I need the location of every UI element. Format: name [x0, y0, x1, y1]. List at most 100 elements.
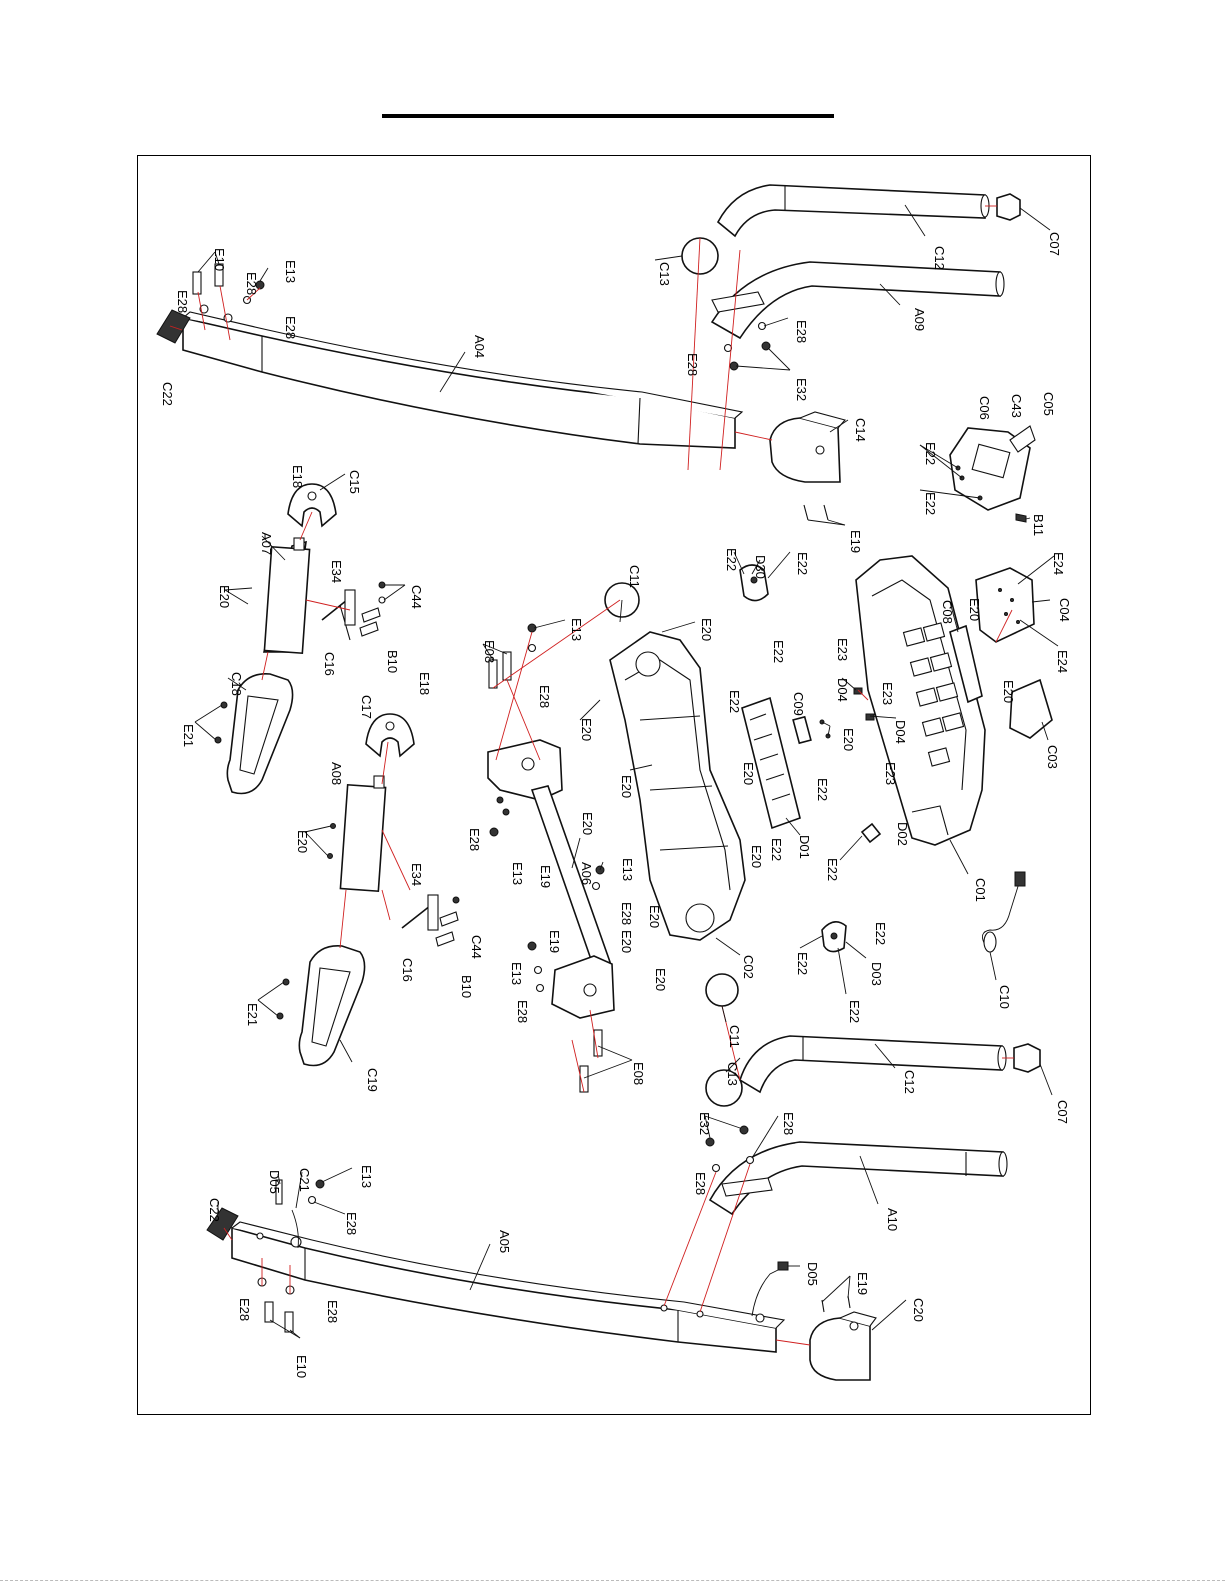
part-label-d04: D04 — [893, 720, 908, 744]
part-label-e22: E22 — [825, 858, 840, 881]
part-label-a04: A04 — [472, 335, 487, 358]
part-label-e13: E13 — [283, 260, 298, 283]
part-label-a07: A07 — [259, 532, 274, 555]
part-label-e28: E28 — [244, 272, 259, 295]
part-label-c11: C11 — [727, 1025, 742, 1048]
part-label-e28: E28 — [283, 316, 298, 339]
part-label-e19: E19 — [547, 930, 562, 953]
part-label-e13: E13 — [359, 1165, 374, 1188]
part-label-e13: E13 — [510, 862, 525, 885]
part-label-e20: E20 — [1001, 680, 1016, 703]
part-label-e20: E20 — [579, 718, 594, 741]
console-bracket-c06 — [949, 425, 1036, 523]
part-label-e20: E20 — [580, 812, 595, 835]
part-label-d03: D03 — [869, 962, 884, 986]
pedal-c18 — [214, 673, 294, 795]
part-label-c12: C12 — [902, 1070, 917, 1094]
part-label-c16: C16 — [322, 652, 337, 676]
handle-tube-a10 — [708, 1141, 1008, 1216]
part-label-e10: E10 — [212, 248, 227, 271]
part-label-c03: C03 — [1045, 745, 1060, 769]
part-label-c19: C19 — [365, 1068, 380, 1092]
part-label-a09: A09 — [912, 308, 927, 331]
cover-c03 — [1009, 678, 1053, 739]
part-label-e13: E13 — [569, 618, 584, 641]
part-label-a10: A10 — [885, 1208, 900, 1231]
part-label-c21: C21 — [297, 1168, 312, 1192]
end-cap-c07-bottom — [1013, 1043, 1041, 1073]
part-label-c04: C04 — [1057, 598, 1072, 622]
part-label-e22: E22 — [873, 922, 888, 945]
end-cap-c22-bottom — [206, 1207, 239, 1241]
leader-lines — [194, 204, 1059, 1339]
part-label-e08: E08 — [482, 640, 497, 663]
cover-d02 — [860, 822, 882, 844]
cover-c08 — [949, 624, 983, 704]
part-label-e34: E34 — [329, 560, 344, 583]
page-bottom-rule — [0, 1580, 1225, 1581]
part-label-e20: E20 — [699, 618, 714, 641]
part-label-e28: E28 — [685, 353, 700, 376]
part-label-c09: C09 — [791, 692, 806, 716]
bolts-center — [488, 623, 605, 1093]
part-label-e28: E28 — [175, 290, 190, 313]
part-label-c44: C44 — [409, 585, 424, 609]
part-label-c13: C13 — [657, 262, 672, 286]
part-label-e32: E32 — [697, 1112, 712, 1135]
pedal-arm-a08 — [327, 775, 387, 893]
part-label-e13: E13 — [620, 858, 635, 881]
part-label-d30: D30 — [753, 555, 768, 579]
part-label-e18: E18 — [417, 672, 432, 695]
part-label-e20: E20 — [295, 830, 310, 853]
part-labels: E10E28E28E13E28C22A04C13C12C07A09E28E28E… — [160, 232, 1072, 1378]
knob-c13-bottom — [705, 1069, 743, 1107]
part-label-c17: C17 — [359, 695, 374, 719]
part-label-e28: E28 — [781, 1112, 796, 1135]
end-cover-c14 — [769, 411, 846, 521]
console-c01 — [855, 555, 986, 846]
part-label-c20: C20 — [911, 1298, 926, 1322]
part-label-e13: E13 — [509, 962, 524, 985]
part-label-e20: E20 — [841, 728, 856, 751]
part-label-e28: E28 — [537, 685, 552, 708]
cover-d01 — [741, 696, 801, 830]
part-label-c07: C07 — [1047, 232, 1062, 256]
part-label-b11: B11 — [1031, 514, 1046, 536]
part-label-a08: A08 — [329, 762, 344, 785]
part-label-e22: E22 — [923, 492, 938, 515]
shroud-c02 — [609, 631, 746, 941]
part-label-e20: E20 — [967, 598, 982, 621]
part-label-c06: C06 — [977, 396, 992, 420]
part-label-b10: B10 — [459, 975, 474, 998]
part-label-e22: E22 — [847, 1000, 862, 1023]
part-label-e22: E22 — [795, 952, 810, 975]
bolts-bottom-right — [705, 1125, 755, 1173]
part-label-a06: A06 — [579, 862, 594, 885]
part-label-c01: C01 — [973, 878, 988, 902]
handle-tube-c12-bottom — [739, 1035, 1007, 1094]
end-cap-c22-top — [156, 309, 191, 344]
part-label-c13: C13 — [725, 1062, 740, 1086]
sensor-wire-d05 — [751, 1261, 789, 1317]
pedal-axle-c16-bottom — [401, 894, 460, 947]
title-rule — [382, 114, 834, 118]
pedal-cover-c15 — [287, 483, 337, 528]
part-label-e28: E28 — [237, 1298, 252, 1321]
part-label-c08: C08 — [940, 600, 955, 624]
part-label-e22: E22 — [769, 838, 784, 861]
knob-c11-bottom — [705, 973, 739, 1007]
stabilizer-a05 — [231, 1221, 786, 1353]
part-label-d02: D02 — [895, 822, 910, 846]
part-label-e21: E21 — [245, 1003, 260, 1026]
part-label-e21: E21 — [181, 724, 196, 747]
part-label-e23: E23 — [883, 762, 898, 785]
part-label-e18: E18 — [290, 465, 305, 488]
part-label-e20: E20 — [653, 968, 668, 991]
part-label-e20: E20 — [217, 585, 232, 608]
stabilizer-a04 — [182, 311, 744, 449]
part-label-d05: D05 — [267, 1170, 282, 1194]
part-label-c10: C10 — [997, 985, 1012, 1009]
part-label-c02: C02 — [741, 955, 756, 979]
handle-tube-c12-top — [716, 184, 990, 238]
